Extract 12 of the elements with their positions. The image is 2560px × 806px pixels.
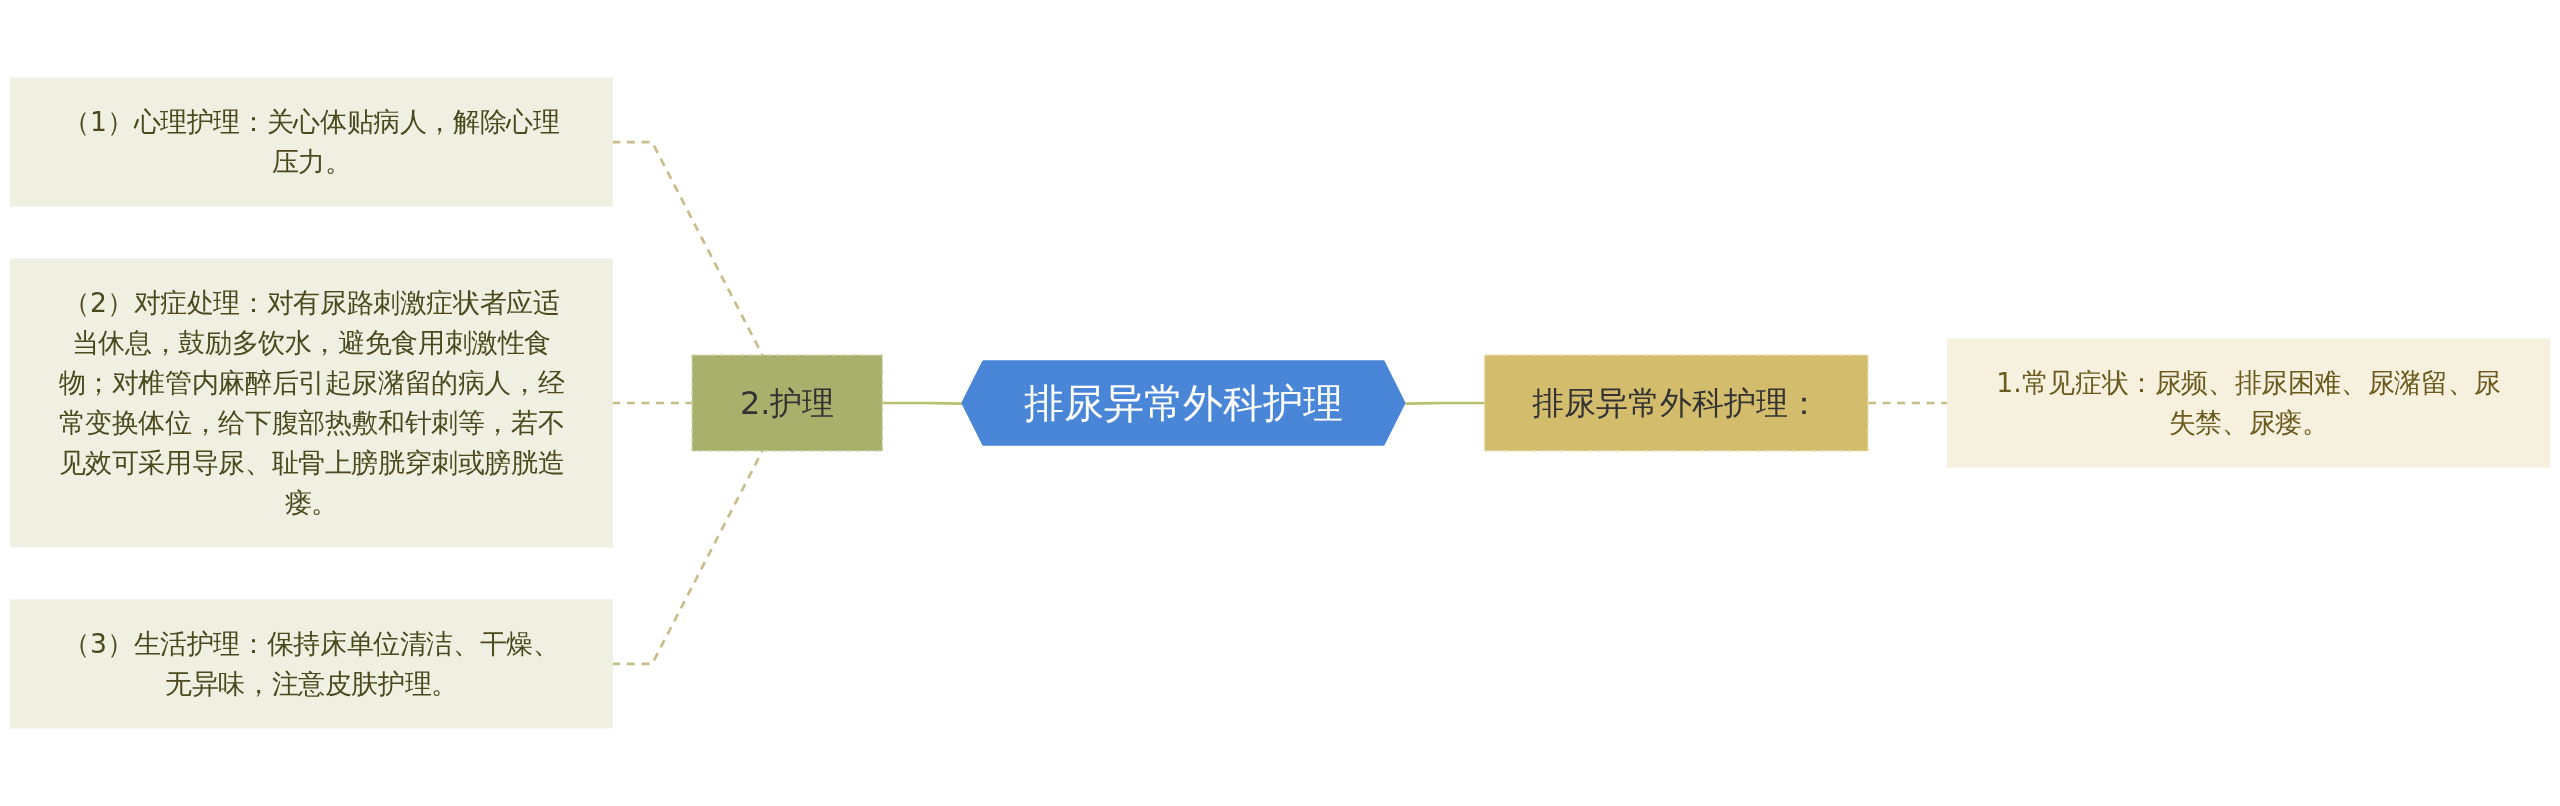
connector (1867, 401, 1948, 405)
node-box: （3）生活护理：保持床单位清洁、干燥、无异味，注意皮肤护理。 (10, 599, 613, 729)
connector (882, 401, 963, 405)
node-box: （2）对症处理：对有尿路刺激症状者应适当休息，鼓励多饮水，避免食用刺激性食物；对椎管内麻醉后引起尿潴留的病人，经常变换体位，给下腹部热敷和针刺等，若不见效可采用导尿、耻骨上膀胱穿刺或膀胱造瘘。 (10, 258, 613, 548)
node-box: 排尿异常外科护理： (1483, 354, 1869, 452)
node-box: 1.常见症状：尿频、排尿困难、尿潴留、尿失禁、尿瘘。 (1947, 338, 2550, 468)
node-box: （1）心理护理：关心体贴病人，解除心理压力。 (10, 77, 613, 207)
connector (1405, 401, 1485, 405)
connector (612, 450, 764, 666)
connector (612, 401, 693, 405)
connector (612, 140, 764, 356)
node-box: 2.护理 (691, 354, 883, 452)
